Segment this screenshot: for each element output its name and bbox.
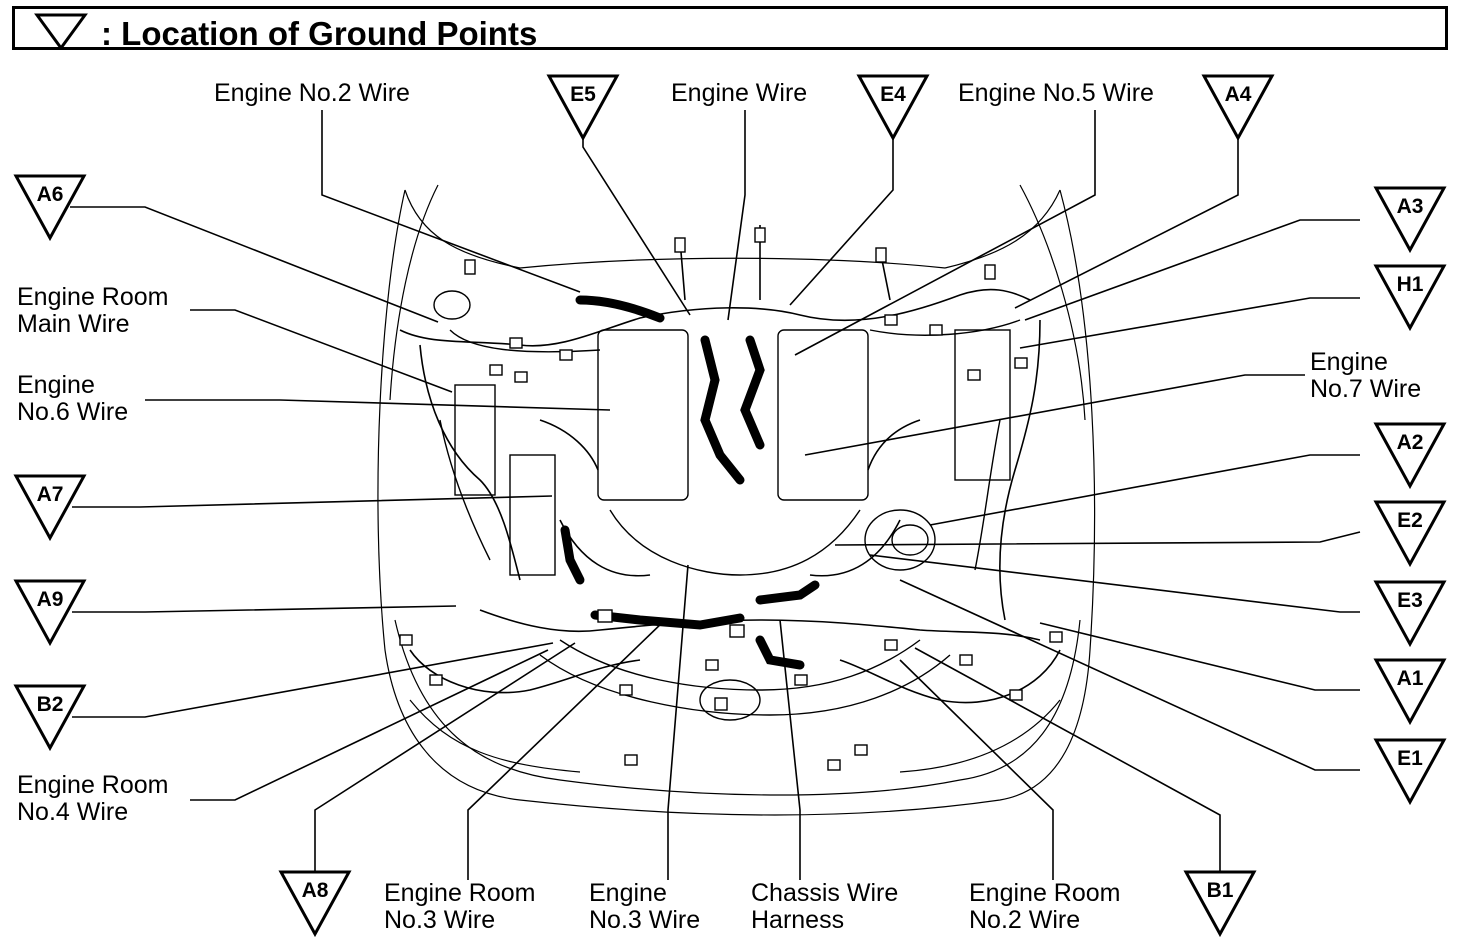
- leader-lines: [70, 110, 1361, 880]
- marker-a8[interactable]: A8: [278, 870, 352, 938]
- marker-e2-code: E2: [1397, 509, 1423, 532]
- marker-a8-code: A8: [302, 879, 329, 902]
- connectors: [399, 227, 1063, 771]
- page-title: : Location of Ground Points: [101, 15, 537, 53]
- marker-e4[interactable]: E4: [856, 74, 930, 142]
- ground-point-triangle-icon: [34, 13, 88, 50]
- label-engine-no2-wire: Engine No.2 Wire: [214, 79, 410, 107]
- marker-a1-code: A1: [1397, 667, 1424, 690]
- label-engine-wire: Engine Wire: [671, 79, 807, 107]
- label-engine-room-no2-wire-line1: Engine Room: [969, 879, 1120, 907]
- marker-a4-code: A4: [1225, 83, 1252, 106]
- marker-e1[interactable]: E1: [1373, 738, 1447, 806]
- marker-a3-code: A3: [1397, 195, 1424, 218]
- marker-a7[interactable]: A7: [13, 474, 87, 542]
- label-engine-no7-wire-line2: No.7 Wire: [1310, 375, 1421, 403]
- marker-a9[interactable]: A9: [13, 579, 87, 647]
- title-prefix: :: [101, 15, 112, 52]
- marker-a6-code: A6: [37, 183, 64, 206]
- marker-e5[interactable]: E5: [546, 74, 620, 142]
- label-engine-room-main-wire-line1: Engine Room: [17, 283, 168, 311]
- main-harness-highlight: [560, 295, 820, 670]
- wire-labels: Engine No.2 Wire Engine Wire Engine No.5…: [17, 79, 1421, 934]
- label-chassis-wire-harness-line1: Chassis Wire: [751, 879, 898, 907]
- marker-b2-code: B2: [37, 693, 64, 716]
- marker-e1-code: E1: [1397, 747, 1423, 770]
- marker-a3[interactable]: A3: [1373, 186, 1447, 254]
- marker-b1-code: B1: [1207, 879, 1234, 902]
- label-engine-room-no3-wire-line1: Engine Room: [384, 879, 535, 907]
- label-engine-no6-wire-line1: Engine: [17, 371, 95, 399]
- label-chassis-wire-harness-line2: Harness: [751, 906, 844, 934]
- marker-a9-code: A9: [37, 588, 64, 611]
- marker-a6[interactable]: A6: [13, 174, 87, 242]
- label-engine-room-no2-wire-line2: No.2 Wire: [969, 906, 1080, 934]
- label-engine-room-no4-wire-line1: Engine Room: [17, 771, 168, 799]
- marker-h1[interactable]: H1: [1373, 264, 1447, 332]
- title-box: : Location of Ground Points: [12, 6, 1448, 53]
- vehicle-body-outline: [377, 184, 1096, 816]
- marker-e4-code: E4: [880, 83, 906, 106]
- marker-e5-code: E5: [570, 83, 596, 106]
- title-label: Location of Ground Points: [121, 15, 538, 52]
- marker-a4[interactable]: A4: [1201, 74, 1275, 142]
- marker-e2[interactable]: E2: [1373, 500, 1447, 568]
- label-engine-no3-wire-line2: No.3 Wire: [589, 906, 700, 934]
- marker-a1[interactable]: A1: [1373, 658, 1447, 726]
- marker-b2[interactable]: B2: [13, 684, 87, 752]
- marker-e3-code: E3: [1397, 589, 1423, 612]
- marker-a2[interactable]: A2: [1373, 422, 1447, 490]
- label-engine-no3-wire-line1: Engine: [589, 879, 667, 907]
- label-engine-no5-wire: Engine No.5 Wire: [958, 79, 1154, 107]
- label-engine-no7-wire-line1: Engine: [1310, 348, 1388, 376]
- engine-compartment: [433, 290, 1021, 721]
- marker-a7-code: A7: [37, 483, 64, 506]
- label-engine-room-no4-wire-line2: No.4 Wire: [17, 798, 128, 826]
- marker-b1[interactable]: B1: [1183, 870, 1257, 938]
- label-engine-room-no3-wire-line2: No.3 Wire: [384, 906, 495, 934]
- marker-e3[interactable]: E3: [1373, 580, 1447, 648]
- marker-a2-code: A2: [1397, 431, 1424, 454]
- ground-point-markers: A6 E5 E4 A4 A3 H1 A2 E2 E3 A1 E1 A7 A9 B…: [13, 74, 1447, 938]
- marker-h1-code: H1: [1397, 273, 1424, 296]
- label-engine-no6-wire-line2: No.6 Wire: [17, 398, 128, 426]
- label-engine-room-main-wire-line2: Main Wire: [17, 310, 130, 338]
